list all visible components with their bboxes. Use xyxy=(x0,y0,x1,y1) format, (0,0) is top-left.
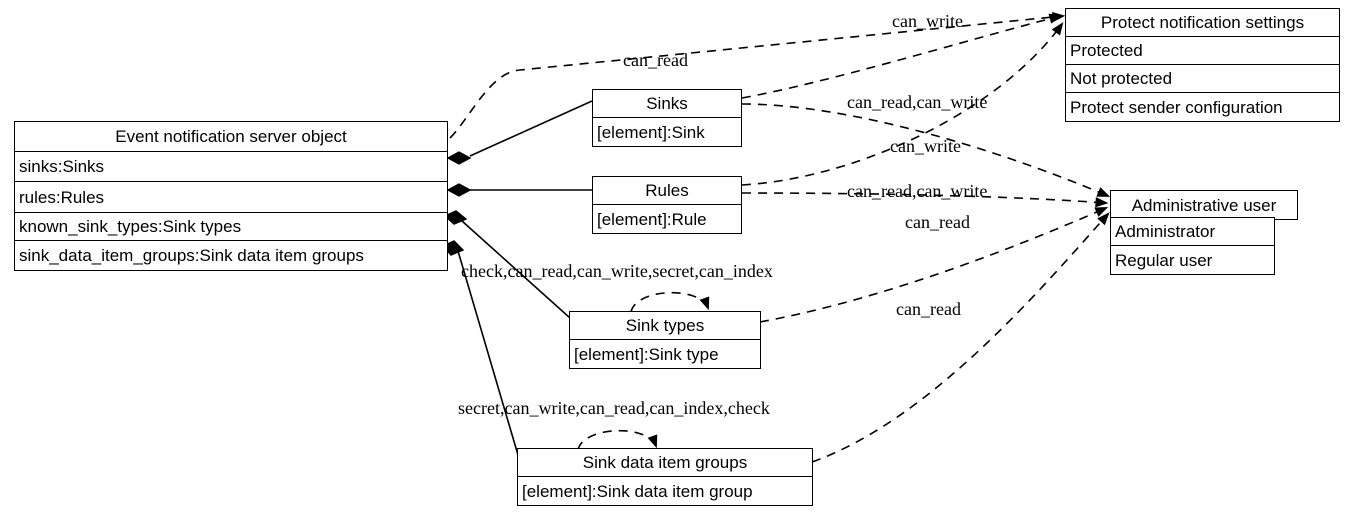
edge-label-can-read-rules-admin: can_read xyxy=(905,212,970,232)
self-loop-sink-types xyxy=(630,291,708,313)
composition-diamond-rules xyxy=(446,183,472,197)
server-object-attr-known-sink-types: known_sink_types:Sink types xyxy=(15,213,447,241)
sink-types-class[interactable]: Sink types [element]:Sink type xyxy=(569,311,761,369)
protect-notification-settings-value-protected: Protected xyxy=(1066,37,1339,65)
administrative-user-value-administrator: Administrator xyxy=(1111,218,1274,246)
server-object-attr-sinks: sinks:Sinks xyxy=(15,152,447,182)
sinks-class-title: Sinks xyxy=(593,90,741,118)
edge-label-sink-data-item-groups-ops: secret,can_write,can_read,can_index,chec… xyxy=(458,398,770,418)
protect-notification-settings-value-protect-sender-configuration: Protect sender configuration xyxy=(1070,97,1283,117)
sink-data-item-groups-class-attr-element: [element]:Sink data item group xyxy=(522,481,753,501)
edge-label-can-read-top: can_read xyxy=(623,50,688,70)
protect-notification-settings-value-not-protected: Not protected xyxy=(1066,65,1339,93)
administrative-user-value-regular-user: Regular user xyxy=(1115,250,1213,270)
edge-label-can-read-can-write-rules: can_read,can_write xyxy=(847,181,988,201)
composition-diamond-sinks xyxy=(446,151,472,165)
sink-types-class-attr-element: [element]:Sink type xyxy=(574,344,719,364)
server-object-attr-rules: rules:Rules xyxy=(15,182,447,213)
sinks-class-attr-element: [element]:Sink xyxy=(597,122,705,142)
rules-class[interactable]: Rules [element]:Rule xyxy=(592,176,742,234)
protect-notification-settings-title: Protect notification settings xyxy=(1066,9,1339,37)
server-object-attr-sink-data-item-groups: sink_data_item_groups:Sink data item gro… xyxy=(19,246,364,265)
edge-server-sink-data-item-groups xyxy=(457,250,519,456)
rules-class-title: Rules xyxy=(593,177,741,205)
edge-label-can-write-mid: can_write xyxy=(890,136,961,156)
composition-diamond-sink-types xyxy=(443,210,468,225)
edge-server-protect-settings-can-read xyxy=(449,16,1063,139)
edge-label-can-read-can-write-sinks: can_read,can_write xyxy=(847,92,988,112)
edge-label-sink-types-ops: check,can_read,can_write,secret,can_inde… xyxy=(461,261,773,281)
administrative-user-class-values[interactable]: Administrator Regular user xyxy=(1110,217,1275,275)
rules-class-attr-element: [element]:Rule xyxy=(597,209,707,229)
server-object-class-title: Event notification server object xyxy=(15,122,447,152)
sink-types-class-title: Sink types xyxy=(570,312,760,340)
edge-label-can-write-top: can_write xyxy=(892,11,963,31)
protect-notification-settings-class[interactable]: Protect notification settings Protected … xyxy=(1065,8,1340,122)
administrative-user-class-title-box[interactable]: Administrative user xyxy=(1110,190,1298,220)
sink-data-item-groups-class-title: Sink data item groups xyxy=(518,449,812,477)
sink-data-item-groups-class[interactable]: Sink data item groups [element]:Sink dat… xyxy=(517,448,813,506)
server-object-class[interactable]: Event notification server object sinks:S… xyxy=(14,121,448,271)
sinks-class[interactable]: Sinks [element]:Sink xyxy=(592,89,742,147)
administrative-user-class-title: Administrative user xyxy=(1131,195,1277,215)
edge-server-sinks xyxy=(469,100,593,157)
edge-label-can-read-sink-types: can_read xyxy=(896,299,961,319)
edge-sink-data-item-groups-admin-can-read xyxy=(811,214,1108,463)
